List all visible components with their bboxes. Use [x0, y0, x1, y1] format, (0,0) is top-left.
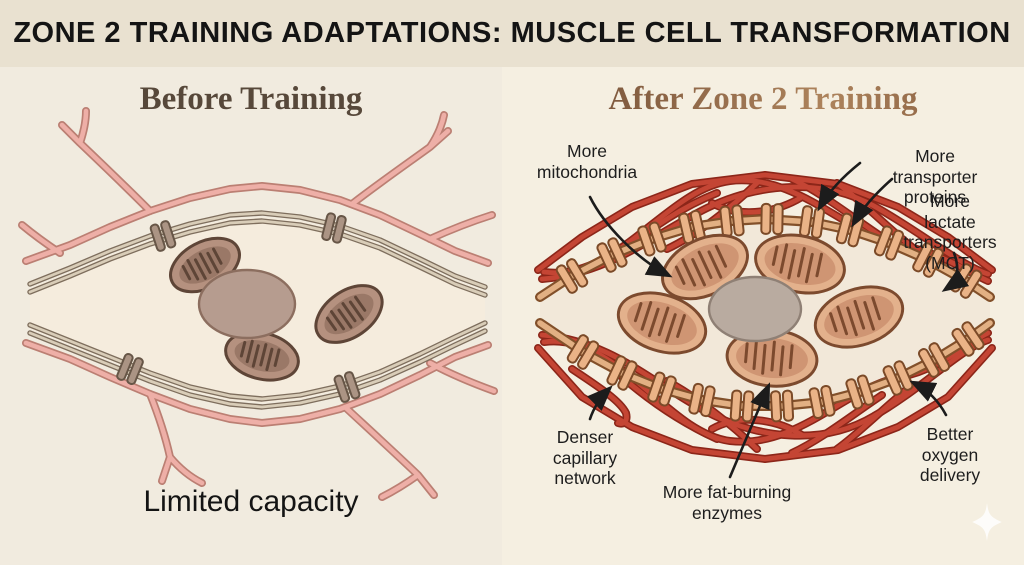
transporter-protein — [647, 371, 677, 407]
mitochondrion — [314, 284, 384, 344]
label-transporter-proteins: More transporter proteins — [892, 146, 978, 208]
transporter-protein — [688, 382, 716, 418]
transporter-protein — [769, 389, 795, 423]
label-oxygen-delivery: Better oxygen delivery — [919, 424, 981, 486]
mitochondrion — [224, 330, 300, 382]
transporter-protein — [606, 355, 638, 391]
transporter-protein — [321, 212, 347, 244]
after-cell-illustration — [534, 161, 996, 479]
transporter-proteins-after — [555, 202, 985, 423]
title-bar: ZONE 2 TRAINING ADAPTATIONS: MUSCLE CELL… — [0, 0, 1024, 67]
cell-membrane-before — [27, 210, 488, 410]
transporter-protein — [596, 237, 628, 273]
mitochondria-after — [616, 233, 905, 388]
before-cell-illustration — [18, 107, 498, 501]
transporter-proteins-before — [116, 212, 361, 403]
before-panel: Before Training Limited capacity — [0, 67, 502, 565]
label-fat-burning: More fat-burning enzymes — [662, 482, 792, 523]
capillary-sparse-top — [18, 107, 496, 267]
arrow-denser-capillary — [586, 385, 613, 421]
transporter-protein — [678, 209, 706, 245]
transporter-protein — [760, 202, 784, 236]
arrow-transporter-1 — [817, 161, 862, 212]
transporter-protein — [729, 389, 755, 423]
arrow-fat-burning — [728, 382, 771, 479]
label-denser-capillary: Denser capillary network — [552, 427, 618, 489]
transporter-protein — [808, 384, 836, 420]
capillary-network-top — [534, 171, 996, 285]
cell-membrane-after — [535, 214, 995, 411]
transporter-protein — [149, 220, 177, 252]
sparkle-icon — [966, 501, 1008, 543]
transporter-protein — [333, 371, 361, 403]
transporter-protein — [845, 374, 875, 410]
arrow-transporter-2 — [851, 177, 894, 228]
transporter-protein — [555, 258, 589, 294]
label-lactate-transporters: More lactate transporters (MCT) — [903, 191, 997, 273]
nucleus — [197, 268, 297, 340]
transporter-protein — [566, 334, 600, 370]
before-caption: Limited capacity — [143, 485, 359, 518]
transporter-protein — [917, 342, 951, 378]
transporter-protein — [116, 352, 144, 386]
mitochondrion — [754, 233, 846, 295]
transporter-protein — [912, 242, 944, 278]
arrow-mitochondria — [588, 195, 673, 278]
nucleus — [707, 275, 803, 343]
mitochondrion — [813, 285, 905, 349]
label-more-mitochondria: More mitochondria — [536, 141, 638, 182]
capillary-sparse-bottom — [22, 339, 498, 501]
after-panel: After Zone 2 Training More mitochondria … — [502, 67, 1024, 565]
mitochondrion — [616, 291, 708, 355]
annotation-arrows — [586, 161, 970, 479]
transporter-protein — [799, 205, 825, 239]
page-title: ZONE 2 TRAINING ADAPTATIONS: MUSCLE CELL… — [13, 17, 1011, 49]
transporter-protein — [637, 221, 667, 257]
transporter-protein — [873, 225, 905, 261]
before-heading: Before Training — [139, 81, 363, 117]
arrow-oxygen — [909, 380, 948, 417]
arrow-mct — [941, 251, 970, 292]
after-heading: After Zone 2 Training — [502, 81, 1024, 118]
transporter-protein — [951, 321, 985, 357]
